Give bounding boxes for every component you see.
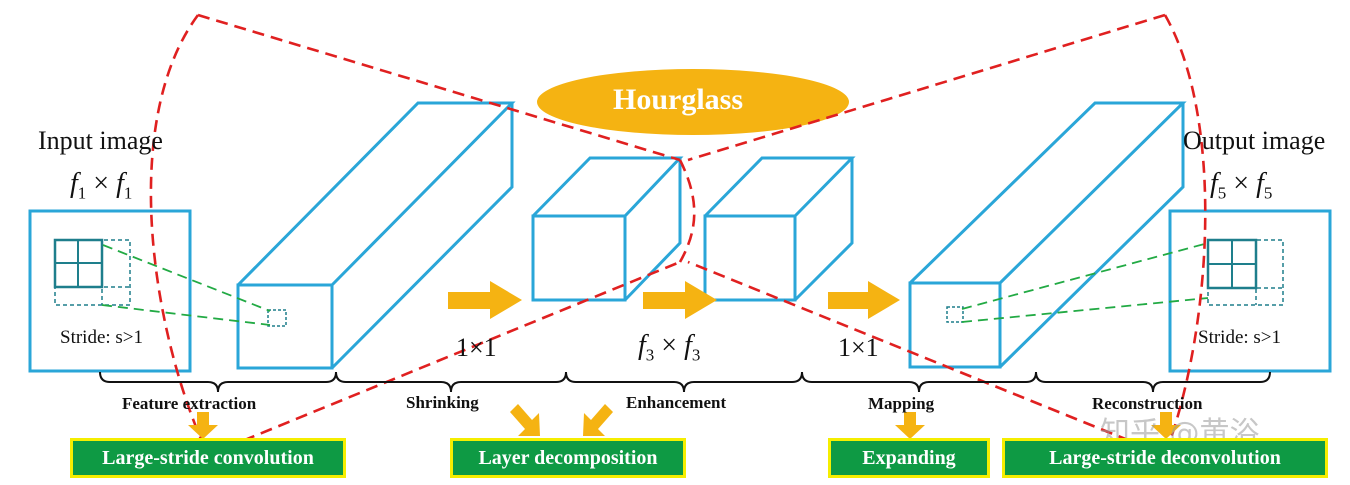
hourglass-label: Hourglass [613,83,744,116]
cube-shrinking [531,156,684,302]
arrow-down-icon [583,404,613,436]
output-receptive-patch [946,306,964,323]
stage-braces [99,371,1271,393]
method-large-stride-convolution: Large-stride convolution [70,438,346,478]
arrow-right-icon [448,281,522,319]
arrow-down-icon [1151,412,1181,439]
stage-shrinking: Shrinking [406,393,479,412]
output-image-frame [1168,209,1332,373]
cube-mapping [908,101,1187,369]
flow-arrows [448,281,900,319]
arrow-right-icon [643,281,717,319]
enhancement-kernel-label: f3 × f3 [638,330,701,365]
cube-feature-extraction [236,101,516,370]
stage-enhancement: Enhancement [626,393,727,412]
input-stride: Stride: s>1 [60,327,144,348]
input-patch-grid [53,238,131,306]
method-large-stride-deconvolution: Large-stride deconvolution [1002,438,1328,478]
hourglass-ellipse [537,69,849,135]
method-layer-decomposition: Layer decomposition [450,438,686,478]
hourglass-outline [149,13,1207,457]
stage-reconstruction: Reconstruction [1092,394,1203,413]
input-receptive-patch [267,309,287,327]
stage-mapping: Mapping [868,394,935,413]
arrow-down-icon [510,404,540,436]
method-arrows [188,404,1181,439]
output-image-title: Output image [1183,126,1326,155]
mapping-kernel-label: 1×1 [838,333,879,362]
shrinking-kernel-label: 1×1 [456,333,497,362]
cube-enhancement [703,156,856,302]
input-image-title: Input image [38,126,163,155]
input-kernel-size: f1 × f1 [70,168,133,203]
arrow-down-icon [188,412,218,439]
input-image-frame [28,209,192,373]
arrow-down-icon [895,412,925,439]
output-stride: Stride: s>1 [1198,327,1282,348]
output-kernel-size: f5 × f5 [1210,168,1273,203]
arrow-right-icon [828,281,900,319]
stage-feature-extraction: Feature extraction [122,394,257,413]
receptive-field-lines [101,242,1209,326]
method-expanding: Expanding [828,438,990,478]
output-patch-grid [1206,238,1284,306]
